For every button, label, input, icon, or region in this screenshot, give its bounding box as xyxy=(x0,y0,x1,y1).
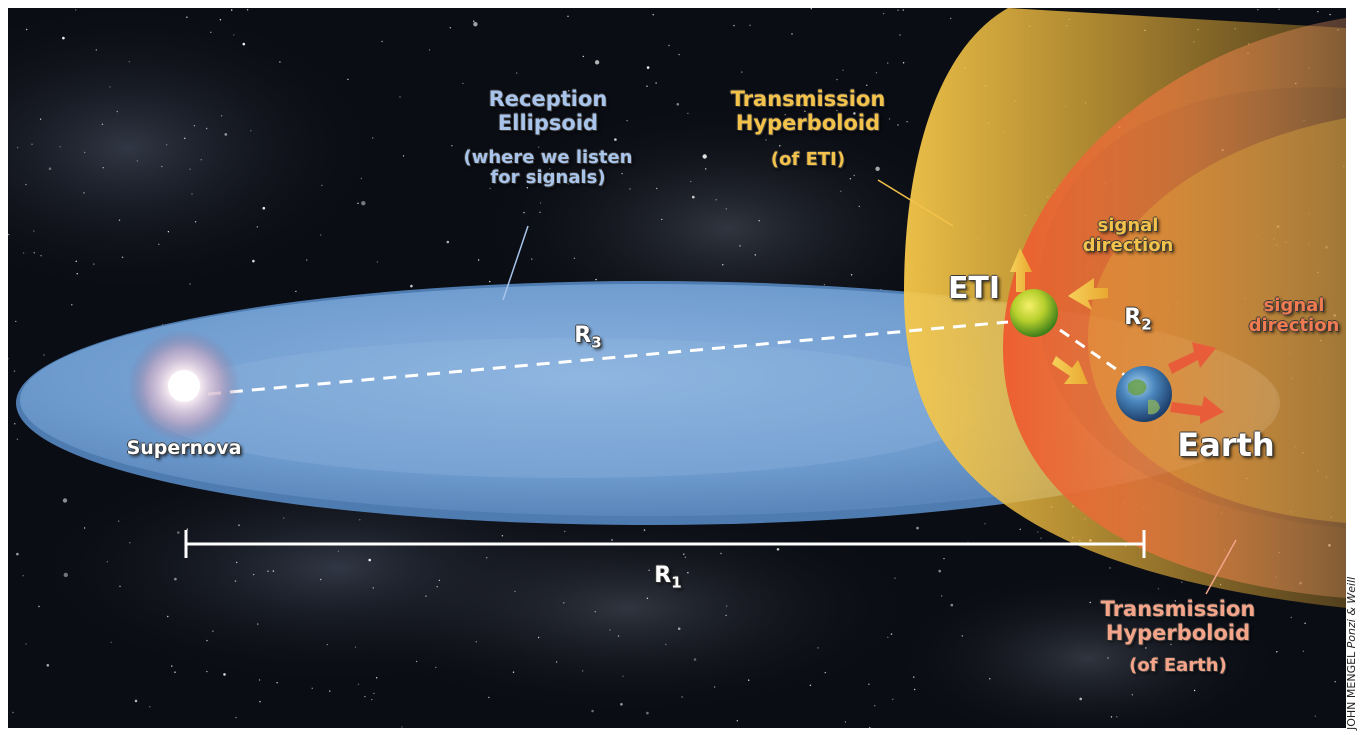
eti-hyperboloid-subtitle: (of ETI) xyxy=(770,149,846,170)
r2-distance-line xyxy=(1059,328,1127,378)
earth-transmission-hyperboloid xyxy=(1003,18,1346,598)
r1-letter: R xyxy=(654,563,672,588)
r1-distance-bar xyxy=(184,530,1146,558)
credit-source: Ponzi & Weill xyxy=(1345,576,1358,649)
eti-signal-arrows xyxy=(1010,248,1108,384)
earth-label: Earth xyxy=(1177,426,1275,464)
earth-signal-line-2: direction xyxy=(1248,315,1340,337)
eti-hyperboloid-title: Transmission Hyperboloid xyxy=(708,87,908,135)
r3-label: R3 xyxy=(568,323,608,352)
eti-signal-line-2: direction xyxy=(1082,235,1174,257)
r3-letter: R xyxy=(574,323,592,348)
eti-label: ETI xyxy=(947,271,1001,306)
earth-hyperboloid-subtitle: (of Earth) xyxy=(1129,655,1227,676)
r2-letter: R xyxy=(1124,305,1142,330)
eti-planet-icon xyxy=(1010,289,1058,337)
reception-leader-line xyxy=(502,225,529,301)
eti-hyperboloid-leader-line xyxy=(877,179,954,227)
reception-title-line-2: Ellipsoid xyxy=(497,110,599,135)
diagram-graphics xyxy=(8,8,1346,728)
r1-label: R1 xyxy=(648,563,688,592)
r2-subscript: 2 xyxy=(1141,315,1152,334)
image-credit: JOHN MENGEL Ponzi & Weill xyxy=(1345,576,1361,730)
earth-hyperboloid-title: Transmission Hyperboloid xyxy=(1068,597,1288,645)
reception-sub-line-1: (where we listen xyxy=(463,147,633,168)
reception-sub-line-2: for signals) xyxy=(490,167,606,189)
eti-hyper-title-line-2: Hyperboloid xyxy=(735,110,881,135)
eti-signal-line-1: signal xyxy=(1097,215,1159,236)
earth-signal-direction-label: signal direction xyxy=(1244,295,1344,337)
earth-hyper-title-line-2: Hyperboloid xyxy=(1105,620,1251,645)
r3-distance-line xyxy=(207,320,1009,396)
supernova-label: Supernova xyxy=(126,437,242,459)
earth-signal-line-1: signal xyxy=(1263,295,1325,316)
earth-hyper-title-line-1: Transmission xyxy=(1100,597,1256,621)
reception-title-line-1: Reception xyxy=(488,87,608,111)
earth-planet-icon xyxy=(1116,366,1172,422)
earth-hyperboloid-leader-line xyxy=(1205,539,1237,595)
diagram-scene: Reception Ellipsoid (where we listen for… xyxy=(8,8,1346,728)
r3-subscript: 3 xyxy=(591,333,602,352)
reception-ellipsoid-title: Reception Ellipsoid xyxy=(478,87,618,135)
earth-signal-arrows xyxy=(1168,342,1224,424)
eti-signal-direction-label: signal direction xyxy=(1068,215,1188,257)
eti-hyper-title-line-1: Transmission xyxy=(730,87,886,111)
credit-artist: JOHN MENGEL xyxy=(1345,651,1358,730)
reception-ellipsoid-subtitle: (where we listen for signals) xyxy=(438,147,658,189)
r2-label: R2 xyxy=(1118,305,1158,334)
r1-subscript: 1 xyxy=(671,573,682,592)
